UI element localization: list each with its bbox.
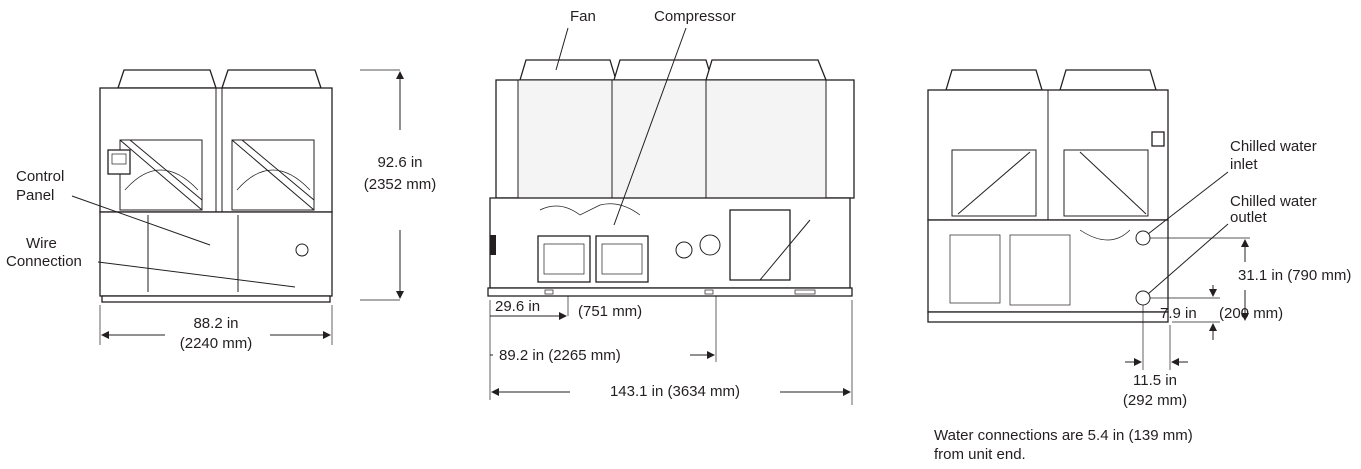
left-height-dim-mm: (2352 mm) — [364, 176, 437, 193]
compressor-label: Compressor — [654, 8, 736, 25]
outlet-label-line1: Chilled water — [1230, 193, 1317, 210]
wire-connection-leader — [97, 261, 296, 288]
dim-143-1: 143.1 in (3634 mm) — [610, 383, 740, 400]
dim-31-1: 31.1 in (790 mm) — [1238, 267, 1351, 284]
control-panel-label-line1: Control — [16, 168, 64, 185]
fan-hood-mid-1 — [519, 59, 617, 81]
outlet-label-line2: outlet — [1230, 209, 1268, 226]
dim-11-5-in: 11.5 in — [1133, 372, 1177, 389]
dim-7-9-in: 7.9 in — [1160, 305, 1197, 322]
wire-connection-label-line2: Connection — [6, 253, 82, 270]
compressor-leader — [613, 27, 687, 226]
fan-hood-mid-2 — [613, 59, 713, 81]
fan-hood-mid-3 — [705, 59, 827, 81]
right-end-view: Chilled water inlet Chilled water outlet… — [927, 69, 1351, 463]
compressor-1 — [537, 235, 591, 283]
water-connection-note-line1: Water connections are 5.4 in (139 mm) — [934, 427, 1193, 444]
outlet-leader — [1147, 223, 1229, 295]
left-width-dim-mm: (2240 mm) — [180, 335, 253, 352]
dim-751-mm: (751 mm) — [578, 303, 642, 320]
inlet-leader — [1147, 171, 1229, 235]
dim-29-6-in: 29.6 in — [495, 298, 540, 315]
inlet-label-line2: inlet — [1230, 156, 1258, 173]
middle-side-view: Fan Compressor 29.6 in (751 mm) 89.2 in … — [487, 8, 855, 405]
control-panel-label-line2: Panel — [16, 187, 54, 204]
fan-leader — [555, 27, 569, 71]
inlet-label-line1: Chilled water — [1230, 138, 1317, 155]
fan-hood-left-1 — [117, 69, 217, 89]
fan-label: Fan — [570, 8, 596, 25]
dim-89-2: 89.2 in (2265 mm) — [499, 347, 621, 364]
control-panel-leader — [71, 195, 211, 246]
heat-exchanger-box — [729, 209, 791, 281]
water-connection-note-line2: from unit end. — [934, 446, 1026, 463]
wire-connection-label-line1: Wire — [26, 235, 57, 252]
dim-200-mm: (200 mm) — [1219, 305, 1283, 322]
control-box — [107, 149, 131, 175]
right-cabinet-lower — [927, 219, 1169, 313]
left-height-dim-in: 92.6 in — [377, 154, 422, 171]
compressor-2 — [595, 235, 649, 283]
fan-hood-right-1 — [945, 69, 1043, 91]
fan-hood-right-2 — [1059, 69, 1157, 91]
dim-292-mm: (292 mm) — [1123, 392, 1187, 409]
fan-hood-left-2 — [221, 69, 322, 89]
left-width-dim-in: 88.2 in — [193, 315, 238, 332]
left-end-view: 92.6 in (2352 mm) 88.2 in (2240 mm) Cont… — [6, 69, 437, 352]
